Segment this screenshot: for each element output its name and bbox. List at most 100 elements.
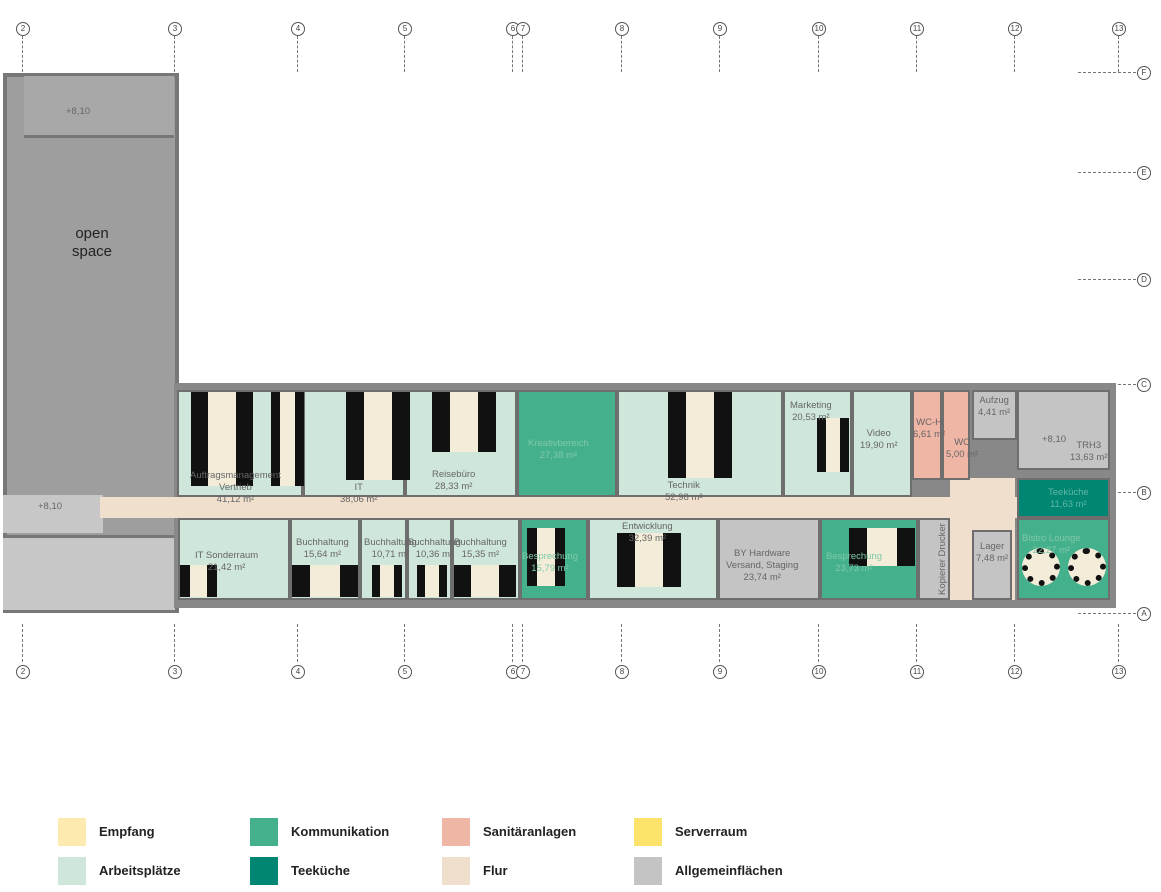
axis-marker: 4 bbox=[291, 665, 305, 679]
room-area: 23,74 m² bbox=[743, 572, 781, 583]
legend-swatch-allgemeinflächen bbox=[634, 857, 662, 885]
axis-marker: D bbox=[1137, 273, 1151, 287]
axis-marker: 12 bbox=[1008, 665, 1022, 679]
grid-line bbox=[512, 36, 513, 72]
room-wc[interactable] bbox=[942, 390, 970, 480]
axis-marker: 3 bbox=[168, 665, 182, 679]
room-kreativbereich[interactable] bbox=[517, 390, 617, 497]
grid-line bbox=[297, 624, 298, 662]
room-name: Marketing bbox=[790, 400, 832, 411]
round-table bbox=[1022, 548, 1060, 586]
room-area: 13,63 m² bbox=[1070, 452, 1108, 463]
room-name: TRH3 bbox=[1076, 440, 1102, 451]
legend-label: Flur bbox=[483, 863, 508, 878]
round-table bbox=[1068, 548, 1106, 586]
room-teeküche[interactable] bbox=[1017, 478, 1110, 518]
room-area: 4,41 m² bbox=[978, 407, 1011, 418]
legend-swatch-serverraum bbox=[634, 818, 662, 846]
legend-label: Allgemeinflächen bbox=[675, 863, 783, 878]
axis-marker: 3 bbox=[168, 22, 182, 36]
room-name: Bistro Lounge bbox=[1022, 533, 1081, 544]
axis-marker: 10 bbox=[812, 22, 826, 36]
grid-line bbox=[719, 36, 720, 72]
desk-cluster bbox=[817, 418, 849, 472]
axis-marker: 5 bbox=[398, 665, 412, 679]
grid-line bbox=[174, 36, 175, 72]
axis-marker: E bbox=[1137, 166, 1151, 180]
grid-line bbox=[522, 624, 523, 662]
room-by-hardware[interactable] bbox=[718, 518, 820, 600]
room-name: Entwicklung bbox=[622, 521, 673, 532]
axis-marker: 10 bbox=[812, 665, 826, 679]
level-label: +8,10 bbox=[1042, 434, 1067, 445]
room-area: 10,71 m² bbox=[371, 549, 410, 560]
room-area: 28,33 m² bbox=[434, 481, 473, 492]
legend-swatch-sanitäranlagen bbox=[442, 818, 470, 846]
room-aufzug[interactable] bbox=[972, 390, 1017, 440]
axis-marker: 7 bbox=[516, 665, 530, 679]
grid-line bbox=[621, 624, 622, 662]
room-area: 32,39 m² bbox=[628, 533, 667, 544]
room-name: IT Sonderraum bbox=[195, 550, 259, 561]
grid-line bbox=[404, 624, 405, 662]
corridor-left-wing bbox=[3, 495, 103, 533]
room-area: 20,53 m² bbox=[792, 412, 830, 423]
desk-cluster bbox=[372, 565, 402, 597]
room-lager[interactable] bbox=[972, 530, 1012, 600]
room-name: Buchhaltung bbox=[364, 537, 417, 548]
legend-label: Kommunikation bbox=[291, 824, 390, 839]
axis-marker: 8 bbox=[615, 22, 629, 36]
room-name: Besprechung bbox=[522, 551, 578, 562]
room-name: Technik bbox=[667, 480, 700, 491]
legend-label: Teeküche bbox=[291, 863, 351, 878]
stair-bottom bbox=[3, 535, 175, 610]
desk-cluster bbox=[271, 392, 304, 486]
axis-marker: 8 bbox=[615, 665, 629, 679]
axis-marker: 13 bbox=[1112, 665, 1126, 679]
grid-line bbox=[1118, 624, 1119, 662]
grid-line bbox=[22, 36, 23, 72]
room-area: 52,98 m² bbox=[665, 492, 703, 503]
room-name: Besprechung bbox=[826, 551, 882, 562]
room-video[interactable] bbox=[852, 390, 912, 497]
grid-line bbox=[1014, 624, 1015, 662]
grid-line bbox=[1078, 613, 1136, 614]
level-label: +8,10 bbox=[66, 106, 91, 117]
axis-marker: B bbox=[1137, 486, 1151, 500]
desk-cluster bbox=[668, 392, 732, 478]
room-area: 15,64 m² bbox=[303, 549, 342, 560]
desk-cluster bbox=[617, 533, 681, 587]
room-name: Buchhaltung bbox=[454, 537, 507, 548]
grid-line bbox=[818, 624, 819, 662]
open-space-line1: open bbox=[75, 225, 109, 242]
legend-swatch-flur bbox=[442, 857, 470, 885]
corridor bbox=[100, 497, 1018, 518]
room-kopierer-drucker[interactable] bbox=[918, 518, 950, 600]
desk-cluster bbox=[292, 565, 358, 597]
room-name: Aufzug bbox=[979, 395, 1009, 406]
room-trh3[interactable] bbox=[1017, 390, 1110, 470]
grid-line bbox=[916, 624, 917, 662]
legend-label: Arbeitsplätze bbox=[99, 863, 181, 878]
room-area: 21,42 m² bbox=[207, 562, 246, 573]
room-name: IT bbox=[354, 482, 363, 493]
room-area: 6,61 m² bbox=[913, 429, 946, 440]
grid-line bbox=[297, 36, 298, 72]
room-wc-h[interactable] bbox=[912, 390, 942, 480]
grid-line bbox=[719, 624, 720, 662]
legend-swatch-arbeitsplätze bbox=[58, 857, 86, 885]
grid-line bbox=[522, 36, 523, 72]
open-space-label: open space bbox=[50, 225, 134, 261]
